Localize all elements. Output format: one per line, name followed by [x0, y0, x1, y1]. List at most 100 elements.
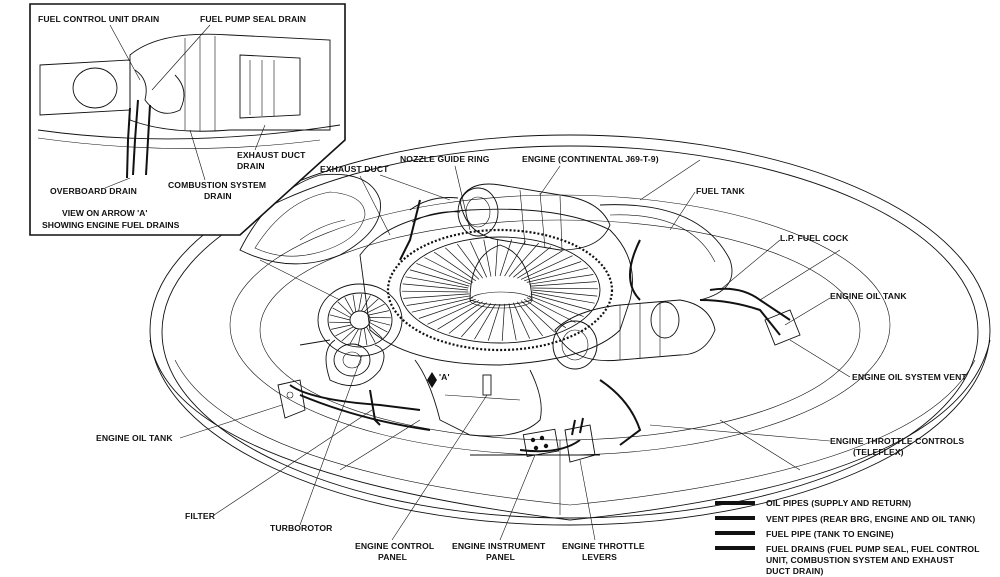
blade-line [409, 269, 470, 287]
blade-line [366, 303, 385, 314]
fan-blades [401, 238, 599, 342]
inset-view: FUEL CONTROL UNIT DRAIN FUEL PUMP SEAL D… [29, 3, 346, 236]
blade-line [526, 267, 589, 283]
blade-line [513, 246, 552, 278]
fuel-tank-shape [599, 204, 733, 301]
blade-line [341, 327, 357, 342]
blade-line [499, 239, 513, 277]
blade-line [418, 298, 476, 319]
throttle-levers [564, 417, 596, 463]
inset-label-combustion-system-drain-2: DRAIN [204, 191, 232, 201]
blade-line [531, 289, 598, 297]
callouts: EXHAUST DUCT NOZZLE GUIDE RING ENGINE (C… [96, 154, 967, 562]
blade-line [483, 239, 492, 277]
blade-line [357, 328, 362, 347]
blade-line [437, 301, 483, 330]
label-engine-throttle-levers-2: LEVERS [582, 552, 617, 562]
blade-line [469, 241, 488, 278]
blade-line [335, 326, 354, 337]
inset-label-fuel-control-unit-drain: FUEL CONTROL UNIT DRAIN [38, 14, 159, 24]
blade-line [524, 261, 582, 282]
label-engine-throttle-levers: ENGINE THROTTLE [562, 541, 645, 551]
label-lp-fuel-cock: L.P. FUEL COCK [780, 233, 849, 243]
blade-line [487, 303, 501, 341]
blade-line [526, 297, 576, 323]
blade-line [434, 251, 476, 282]
blade-line [358, 293, 363, 312]
label-engine-throttle-controls: ENGINE THROTTLE CONTROLS [830, 436, 964, 446]
blade-line [508, 242, 539, 277]
blade-line [530, 293, 591, 311]
blade-line [529, 274, 594, 285]
legend-fuel-drains-3: DUCT DRAIN) [766, 566, 823, 576]
blade-line [332, 307, 351, 318]
blade-line [457, 243, 483, 279]
blade-line [416, 263, 472, 285]
blade-line [508, 303, 517, 341]
oil-tank-right [764, 309, 801, 346]
blade-line [402, 283, 469, 291]
label-fuel-tank: FUEL TANK [696, 186, 745, 196]
blade-line [363, 298, 379, 313]
legend-vent-pipes: VENT PIPES (REAR BRG, ENGINE AND OIL TAN… [766, 514, 975, 524]
inset-label-exhaust-duct-drain-2: DRAIN [237, 161, 265, 171]
blade-line [512, 302, 531, 339]
blade-line [369, 319, 391, 326]
blade-line [517, 301, 543, 337]
inset-engine-sketch [37, 33, 341, 179]
inset-label-exhaust-duct-drain: EXHAUST DUCT [237, 150, 306, 160]
blade-line [366, 326, 376, 343]
label-engine-instrument-panel: ENGINE INSTRUMENT [452, 541, 546, 551]
inset-caption-line2: SHOWING ENGINE FUEL DRAINS [42, 220, 180, 230]
blade-line [524, 298, 566, 329]
label-engine-control-panel-2: PANEL [378, 552, 407, 562]
blade-line [361, 295, 371, 312]
blade-line [368, 310, 389, 316]
blade-line [504, 240, 526, 277]
blade-line [411, 297, 474, 313]
blade-line [427, 300, 480, 325]
turborotor-left [317, 283, 403, 387]
pipe-legend: OIL PIPES (SUPPLY AND RETURN) VENT PIPES… [715, 498, 980, 576]
legend-fuel-drains-1: FUEL DRAINS (FUEL PUMP SEAL, FUEL CONTRO… [766, 544, 980, 554]
label-engine: ENGINE (CONTINENTAL J69-T-9) [522, 154, 659, 164]
label-engine-oil-system-vent: ENGINE OIL SYSTEM VENT [852, 372, 967, 382]
blade-line [401, 290, 469, 293]
blade-line [363, 328, 368, 346]
cabin-structure [414, 359, 542, 437]
inset-label-combustion-system-drain: COMBUSTION SYSTEM [168, 180, 266, 190]
blade-line [517, 250, 563, 279]
instrument-panel [522, 428, 560, 457]
blade-line [528, 295, 584, 317]
blade-line [331, 324, 352, 330]
legend-fuel-drains-2: UNIT, COMBUSTION SYSTEM AND EXHAUST [766, 555, 955, 565]
blade-line [448, 302, 487, 334]
blade-line [530, 281, 597, 287]
blade-line [531, 291, 595, 304]
label-engine-oil-tank-right: ENGINE OIL TANK [830, 291, 907, 301]
arrow-a-marker: 'A' [427, 372, 450, 388]
blade-line [501, 303, 505, 342]
blade-line [406, 295, 471, 306]
label-exhaust-duct: EXHAUST DUCT [320, 164, 389, 174]
legend-oil-pipes: OIL PIPES (SUPPLY AND RETURN) [766, 498, 911, 508]
engine-right [552, 299, 716, 370]
label-nozzle-guide-ring: NOZZLE GUIDE RING [400, 154, 490, 164]
label-engine-instrument-panel-2: PANEL [486, 552, 515, 562]
blade-line [337, 301, 352, 316]
blade-line [352, 294, 357, 312]
inset-label-fuel-pump-seal-drain: FUEL PUMP SEAL DRAIN [200, 14, 306, 24]
blade-line [369, 322, 388, 333]
blade-line [403, 293, 470, 299]
blade-line [461, 303, 492, 338]
central-lift-fan [359, 208, 633, 366]
blade-line [520, 300, 556, 333]
inset-caption-line1: VIEW ON ARROW 'A' [62, 208, 147, 218]
turborotor-blades [329, 293, 391, 347]
blade-line [349, 328, 359, 345]
blade-line [520, 255, 573, 280]
blade-line [424, 257, 474, 283]
arrow-a-label: 'A' [439, 372, 450, 382]
label-filter: FILTER [185, 511, 216, 521]
